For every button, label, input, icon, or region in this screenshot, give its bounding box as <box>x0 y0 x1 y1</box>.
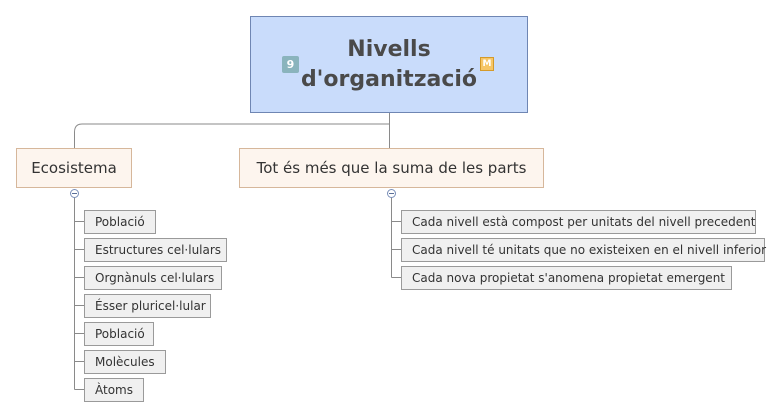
collapse-toggle-tot-es-mes[interactable] <box>387 189 396 198</box>
subtopic-esser-pluricellular[interactable]: Ésser pluricel·lular <box>84 294 211 318</box>
main-topic-ecosistema[interactable]: Ecosistema <box>16 148 132 188</box>
subtopic-poblacio-2[interactable]: Població <box>84 322 154 346</box>
main-topic-tot-es-mes[interactable]: Tot és més que la suma de les parts <box>239 148 544 188</box>
connector-tot-children <box>391 221 401 278</box>
subtopic-unitats-no-existeixen[interactable]: Cada nivell té unitats que no existeixen… <box>401 238 766 262</box>
subtopic-estructures-cellulars[interactable]: Estructures cel·lulars <box>84 238 227 262</box>
central-topic-title: Nivells d'organització <box>300 36 478 92</box>
connector-root-ecosistema <box>74 113 390 148</box>
subtopic-poblacio[interactable]: Població <box>84 210 156 234</box>
subtopic-molecules[interactable]: Molècules <box>84 350 166 374</box>
subtopic-organuls-cellulars[interactable]: Orgnànuls cel·lulars <box>84 266 222 290</box>
collapse-toggle-ecosistema[interactable] <box>70 189 79 198</box>
subtopic-atoms[interactable]: Àtoms <box>84 378 144 402</box>
connector-ecosistema-children <box>74 221 84 390</box>
marker-m-icon: M <box>480 57 494 71</box>
subtopic-propietat-emergent[interactable]: Cada nova propietat s'anomena propietat … <box>401 266 732 290</box>
topic-count-badge: 9 <box>282 56 299 73</box>
subtopic-unitats-nivell-precedent[interactable]: Cada nivell està compost per unitats del… <box>401 210 756 234</box>
